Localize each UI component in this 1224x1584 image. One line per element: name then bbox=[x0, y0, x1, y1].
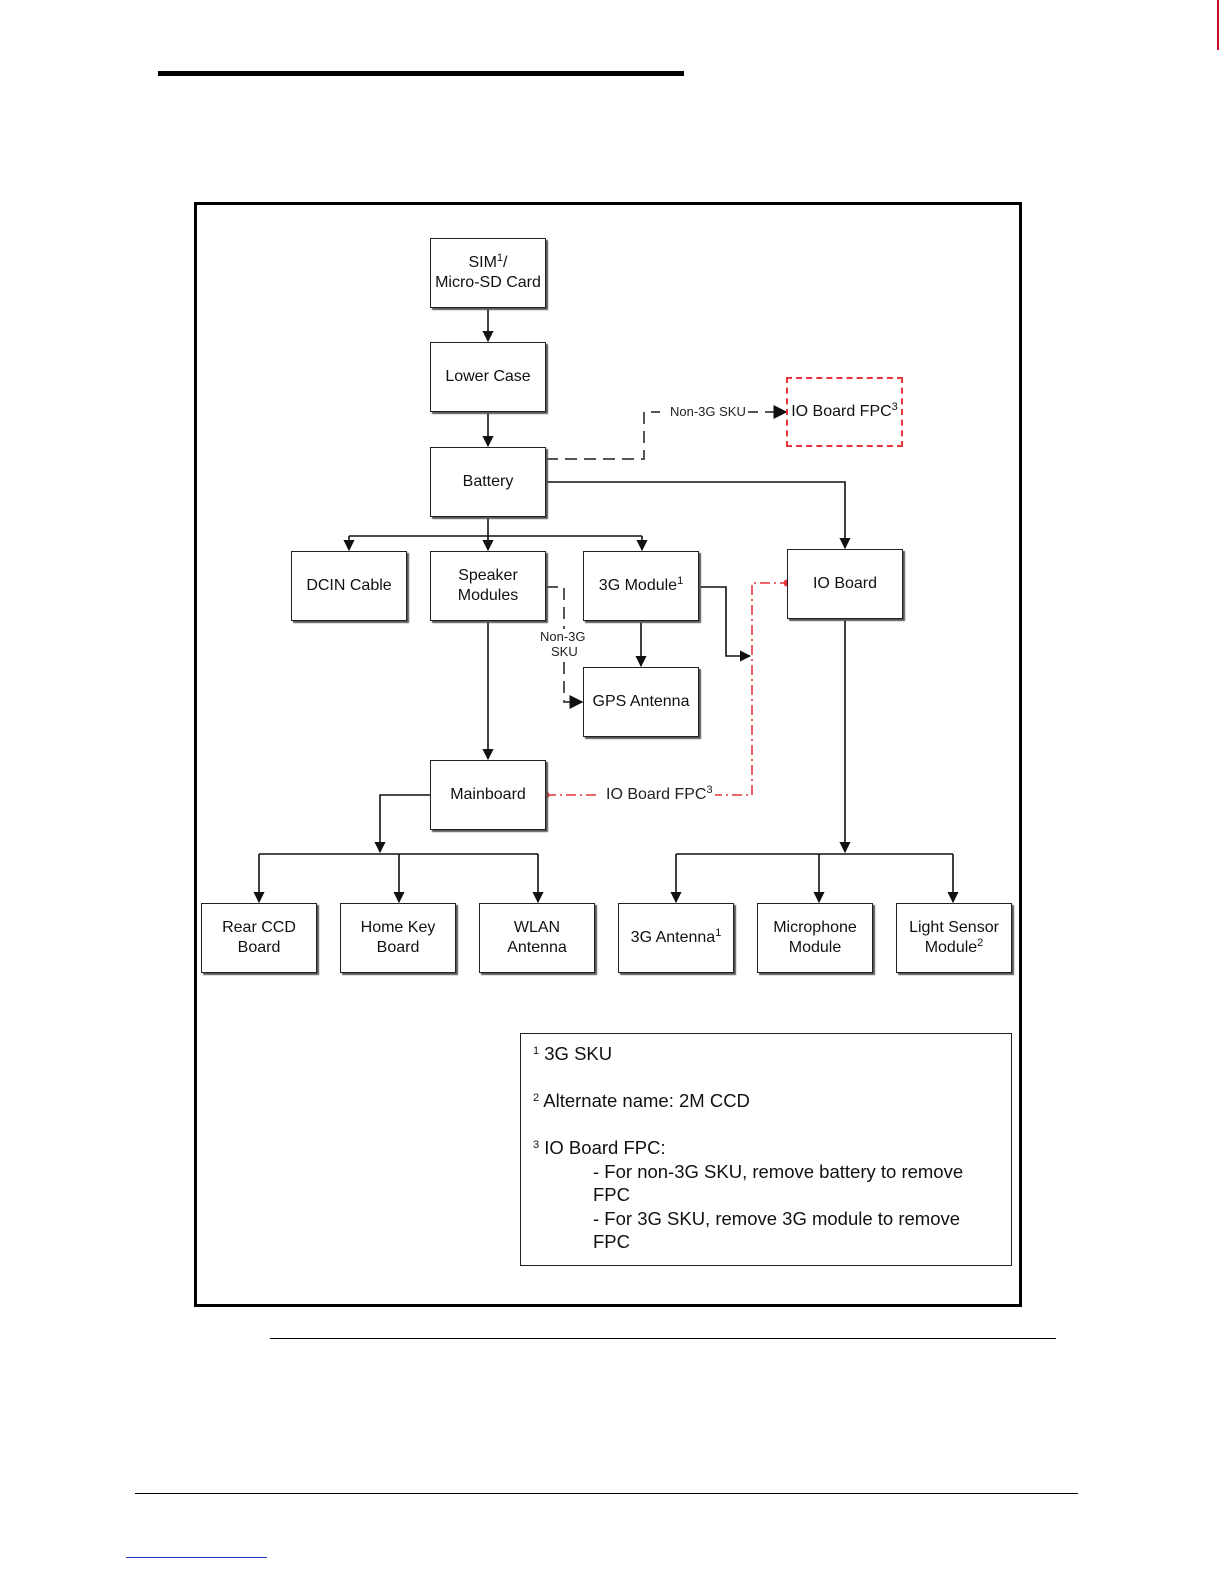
legend-note-2: 2 Alternate name: 2M CCD bbox=[533, 1090, 750, 1111]
header-rule bbox=[158, 71, 684, 76]
legend-note-1: 1 3G SKU bbox=[533, 1043, 613, 1064]
node-io-board-label: IO Board bbox=[812, 575, 878, 592]
disassembly-flowchart-frame bbox=[194, 202, 1022, 1307]
node-sim-label-2: Micro-SD Card bbox=[435, 274, 541, 291]
legend-note-3a-cont: FPC bbox=[593, 1184, 630, 1205]
footer-link-underline[interactable] bbox=[126, 1557, 267, 1558]
node-dcin-cable-label: DCIN Cable bbox=[306, 577, 392, 594]
edge-speaker-to-gps-non3g bbox=[546, 586, 565, 630]
node-home-key-label-1: Home Key bbox=[360, 919, 436, 936]
page-edge-marker bbox=[1217, 0, 1219, 50]
caption-rule bbox=[270, 1338, 1056, 1339]
edge-label-non3g-side-1: Non-3G bbox=[540, 629, 586, 644]
node-microphone-label-1: Microphone bbox=[773, 919, 857, 936]
node-speaker-label-2: Modules bbox=[457, 587, 519, 604]
footer-rule bbox=[135, 1493, 1078, 1494]
edge-label-io-board-fpc: IO Board FPC3 bbox=[604, 784, 715, 804]
node-wlan-label-2: Antenna bbox=[507, 939, 567, 956]
edge-battery-split bbox=[349, 517, 642, 537]
node-lower-case: Lower Case bbox=[430, 342, 546, 412]
node-wlan-label-1: WLAN bbox=[513, 919, 561, 936]
edge-battery-to-io-board bbox=[546, 481, 851, 550]
node-rear-ccd-board: Rear CCD Board bbox=[201, 903, 317, 973]
node-mainboard-label: Mainboard bbox=[450, 786, 526, 803]
node-3g-antenna: 3G Antenna1 bbox=[618, 903, 734, 973]
edge-label-non3g-top: Non-3G SKU bbox=[668, 404, 748, 419]
footnote-legend: 1 3G SKU 2 Alternate name: 2M CCD 3 IO B… bbox=[520, 1033, 1012, 1266]
edge-fpc-mid-to-io bbox=[712, 582, 786, 796]
node-dcin-cable: DCIN Cable bbox=[291, 551, 407, 621]
node-home-key-label-2: Board bbox=[376, 939, 420, 956]
node-light-sensor-label-2: Module2 bbox=[924, 937, 984, 957]
node-gps-antenna: GPS Antenna bbox=[583, 667, 699, 737]
edge-3g-module-to-fpc bbox=[699, 586, 752, 662]
node-battery-label: Battery bbox=[462, 473, 514, 490]
edge-mainboard-branch bbox=[374, 794, 430, 854]
node-3g-module-label: 3G Module1 bbox=[598, 575, 684, 595]
legend-note-3: 3 IO Board FPC: bbox=[533, 1137, 666, 1158]
node-io-board-fpc-top-label: IO Board FPC3 bbox=[791, 401, 898, 421]
node-gps-antenna-label: GPS Antenna bbox=[592, 693, 690, 710]
node-rear-ccd-label-2: Board bbox=[237, 939, 281, 956]
legend-note-3a: - For non-3G SKU, remove battery to remo… bbox=[593, 1161, 964, 1182]
legend-note-3b: - For 3G SKU, remove 3G module to remove bbox=[593, 1208, 961, 1229]
edge-label-non3g-side-2: SKU bbox=[551, 644, 578, 659]
node-home-key-board: Home Key Board bbox=[340, 903, 456, 973]
node-sim-label: SIM1/ bbox=[468, 252, 508, 272]
node-lower-case-label: Lower Case bbox=[445, 368, 531, 385]
node-sim-micro-sd: SIM1/ Micro-SD Card bbox=[430, 238, 546, 308]
node-speaker-modules: Speaker Modules bbox=[430, 551, 546, 621]
legend-note-3b-cont: FPC bbox=[593, 1231, 630, 1252]
node-mainboard: Mainboard bbox=[430, 760, 546, 830]
node-io-board-fpc-top: IO Board FPC3 bbox=[786, 377, 903, 447]
edge-battery-to-fpc-non3g bbox=[546, 411, 660, 460]
node-io-board: IO Board bbox=[787, 549, 903, 619]
node-speaker-label-1: Speaker bbox=[458, 567, 518, 584]
node-light-sensor-label-1: Light Sensor bbox=[909, 919, 999, 936]
node-battery: Battery bbox=[430, 447, 546, 517]
node-rear-ccd-label-1: Rear CCD bbox=[222, 919, 296, 936]
node-microphone-module: Microphone Module bbox=[757, 903, 873, 973]
node-wlan-antenna: WLAN Antenna bbox=[479, 903, 595, 973]
node-light-sensor-module: Light Sensor Module2 bbox=[896, 903, 1012, 973]
edge-speaker-to-gps-non3g-b bbox=[563, 662, 584, 709]
node-3g-module: 3G Module1 bbox=[583, 551, 699, 621]
node-microphone-label-2: Module bbox=[788, 939, 842, 956]
node-3g-antenna-label: 3G Antenna1 bbox=[630, 927, 722, 947]
